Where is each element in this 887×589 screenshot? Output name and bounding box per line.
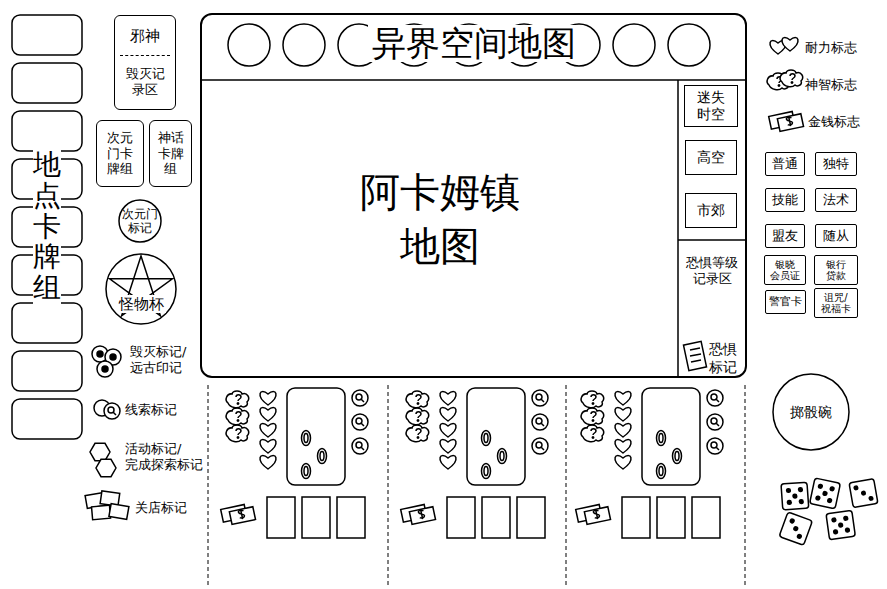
- node-label: 神话 卡牌 组: [153, 130, 188, 177]
- card-slot: 普通: [765, 152, 805, 176]
- card-slot: 警官卡: [765, 290, 806, 314]
- node-label: 次元门 标记: [118, 207, 162, 236]
- location-box: 迷失 时空: [684, 85, 738, 127]
- node-label: 邪神: [120, 19, 170, 56]
- terror-track: 恐惧等级 记录区: [679, 241, 745, 311]
- legend-item: 金钱标志: [808, 111, 860, 130]
- game-board: 异界空间地图阿卡姆镇 地图 迷失 时空高空市郊恐惧等级 记录区: [200, 13, 747, 378]
- card-slot: 盟友: [765, 224, 805, 248]
- legend-text: 耐力标志: [805, 40, 857, 55]
- deck-slot: 次元 门卡 牌组: [96, 120, 144, 187]
- card-slot: 诅咒/ 祝福卡: [814, 288, 858, 318]
- legend-item: 神智标志: [805, 74, 857, 93]
- deck-title: 地点卡牌组: [33, 150, 61, 304]
- node-label: 法术: [823, 192, 849, 208]
- token-label: 恐惧 标记: [709, 341, 743, 376]
- node-label: 独特: [823, 156, 849, 172]
- card-slot: 独特: [815, 152, 857, 176]
- card-slot: 银行 贷款: [814, 255, 858, 285]
- node-label: 怪物杯: [117, 295, 166, 313]
- node-sublabel: 毁灭记 录区: [118, 66, 172, 97]
- card-slot: 技能: [765, 188, 805, 212]
- deck-slot: 神话 卡牌 组: [149, 120, 192, 187]
- node-label: 银晓 会员证: [767, 259, 803, 281]
- node-label: 掷骰碗: [790, 404, 832, 421]
- legend-item: 耐力标志: [805, 37, 857, 56]
- node-label: 诅咒/ 祝福卡: [817, 292, 855, 314]
- token-circle: 次元门 标记: [118, 199, 162, 243]
- card-slot: 法术: [815, 188, 857, 212]
- legend-text: 神智标志: [805, 77, 857, 92]
- map-region: 阿卡姆镇 地图: [202, 81, 678, 377]
- location-box: 市郊: [685, 193, 737, 228]
- legend-text: 金钱标志: [808, 114, 860, 129]
- node-label: 盟友: [772, 228, 798, 244]
- circle-shape: [106, 254, 176, 324]
- ancient-one-slot: 邪神毁灭记 录区: [114, 15, 176, 110]
- dice-bowl: 掷骰碗: [772, 373, 850, 451]
- card-slot: 随从: [815, 224, 857, 248]
- monster-cup: 怪物杯: [105, 253, 177, 325]
- location-box: 高空: [685, 140, 737, 175]
- circle-outline: [105, 253, 177, 325]
- node-label: 普通: [772, 156, 798, 172]
- node-label: 高空: [697, 149, 725, 166]
- token-label: 活动标记/ 完成探索标记: [125, 441, 209, 474]
- token-label: 线索标记: [125, 402, 177, 418]
- node-label: 技能: [772, 192, 798, 208]
- node-label: 异界空间地图: [368, 25, 580, 62]
- node-label: 阿卡姆镇 地图: [350, 165, 530, 273]
- node-label: 随从: [823, 228, 849, 244]
- node-label: 迷失 时空: [687, 89, 735, 123]
- node-label: 市郊: [697, 202, 725, 219]
- node-label: 恐惧等级 记录区: [679, 255, 745, 286]
- circle-shape: [773, 374, 849, 450]
- token-label: 毁灭标记/ 远古印记: [130, 344, 196, 377]
- card-slot: 银晓 会员证: [764, 255, 806, 285]
- token-label: 关店标记: [135, 500, 187, 516]
- node-label: 警官卡: [769, 295, 802, 308]
- node-label: 次元 门卡 牌组: [100, 130, 140, 177]
- node-label: 银行 贷款: [817, 259, 855, 281]
- circle-shape: [119, 200, 161, 242]
